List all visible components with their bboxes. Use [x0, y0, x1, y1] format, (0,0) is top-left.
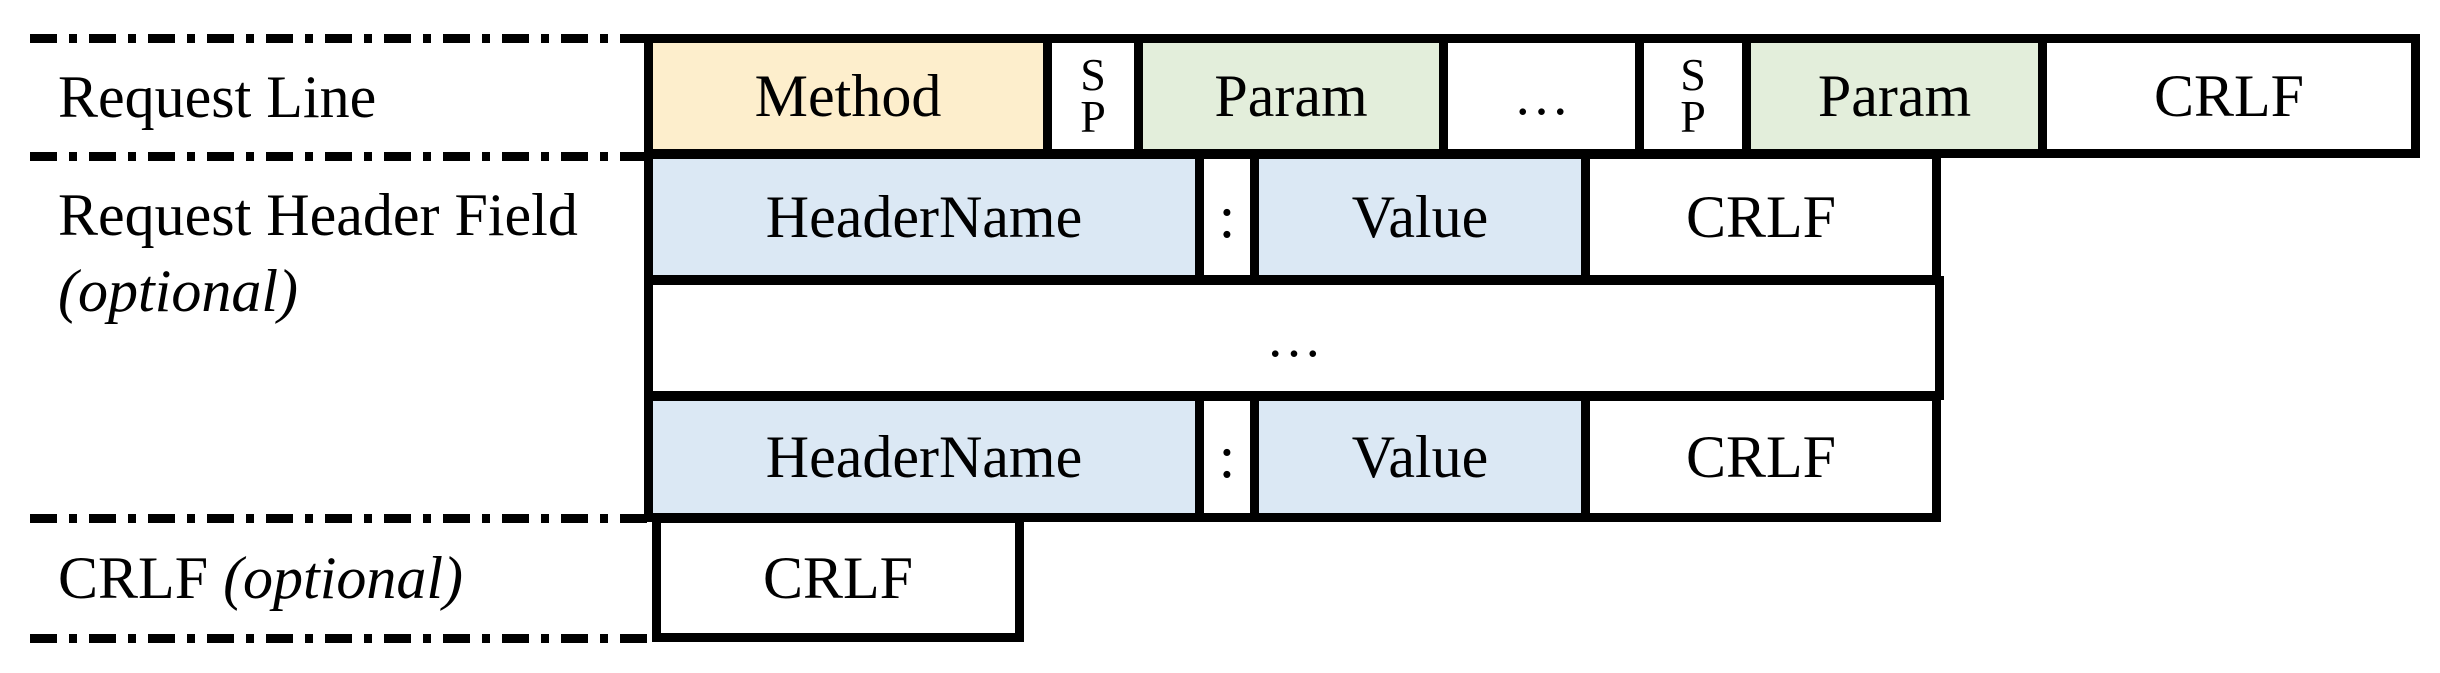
request-line-label-text: Request Line — [58, 64, 377, 130]
header-name-2-text: HeaderName — [765, 424, 1083, 490]
colon-2-text: : — [1218, 424, 1236, 490]
section-label-request-header-optional: (optional) — [58, 258, 298, 324]
dash-dot-line-top — [30, 34, 652, 43]
header-1-crlf-text: CRLF — [1685, 184, 1837, 250]
param1-text: Param — [1214, 63, 1368, 129]
request-line-ellipsis-text: … — [1513, 65, 1570, 127]
box-param-1: Param — [1134, 34, 1448, 158]
colon-1-text: : — [1218, 184, 1236, 250]
request-line-crlf-text: CRLF — [2153, 63, 2305, 129]
trailing-crlf-label-text: CRLF — [58, 545, 224, 611]
box-ellipsis-request-line: … — [1439, 34, 1644, 158]
trailing-crlf-text: CRLF — [762, 545, 914, 611]
value-2-text: Value — [1351, 424, 1489, 490]
box-ellipsis-header-fields: … — [644, 276, 1944, 400]
dash-dot-line-after-header-fields — [30, 514, 652, 523]
box-method: Method — [644, 34, 1052, 158]
trailing-crlf-row: CRLF — [652, 514, 1024, 642]
param2-text: Param — [1817, 63, 1972, 129]
box-crlf-request-line: CRLF — [2038, 34, 2420, 158]
sp2-bottom-text: P — [1680, 91, 1706, 142]
section-label-request-header-field: Request Header Field — [58, 182, 578, 248]
request-header-optional-text: (optional) — [58, 258, 298, 324]
box-header-name-2: HeaderName — [644, 392, 1204, 522]
dash-dot-line-after-request-line — [30, 152, 652, 161]
section-label-request-line: Request Line — [58, 64, 376, 130]
box-sp-2: S P — [1635, 34, 1751, 158]
sp2-top-text: S — [1680, 49, 1706, 100]
box-header-name-1: HeaderName — [644, 150, 1204, 284]
header-name-1-text: HeaderName — [765, 184, 1083, 250]
request-line-row: Method S P Param … S P Param CRLF — [644, 34, 2420, 158]
value-1-text: Value — [1351, 184, 1489, 250]
request-header-field-label-text: Request Header Field — [58, 182, 578, 248]
header-field-row-1: HeaderName : Value CRLF — [644, 150, 1941, 284]
box-value-2: Value — [1250, 392, 1590, 522]
dash-dot-line-bottom — [30, 634, 652, 643]
box-crlf-header-1: CRLF — [1581, 150, 1941, 284]
header-2-crlf-text: CRLF — [1685, 424, 1837, 490]
method-text: Method — [754, 63, 942, 129]
header-field-row-2: HeaderName : Value CRLF — [644, 392, 1941, 522]
box-crlf-trailing: CRLF — [652, 514, 1024, 642]
box-value-1: Value — [1250, 150, 1590, 284]
section-label-trailing-crlf: CRLF (optional) — [58, 545, 463, 611]
trailing-crlf-optional-text: (optional) — [223, 545, 464, 611]
sp1-bottom-text: P — [1080, 91, 1106, 142]
box-colon-1: : — [1195, 150, 1259, 284]
header-fields-ellipsis-row: … — [644, 276, 1944, 400]
box-crlf-header-2: CRLF — [1581, 392, 1941, 522]
header-fields-ellipsis-text: … — [1266, 307, 1322, 369]
sp1-top-text: S — [1080, 49, 1106, 100]
box-sp-1: S P — [1043, 34, 1143, 158]
box-param-2: Param — [1742, 34, 2047, 158]
